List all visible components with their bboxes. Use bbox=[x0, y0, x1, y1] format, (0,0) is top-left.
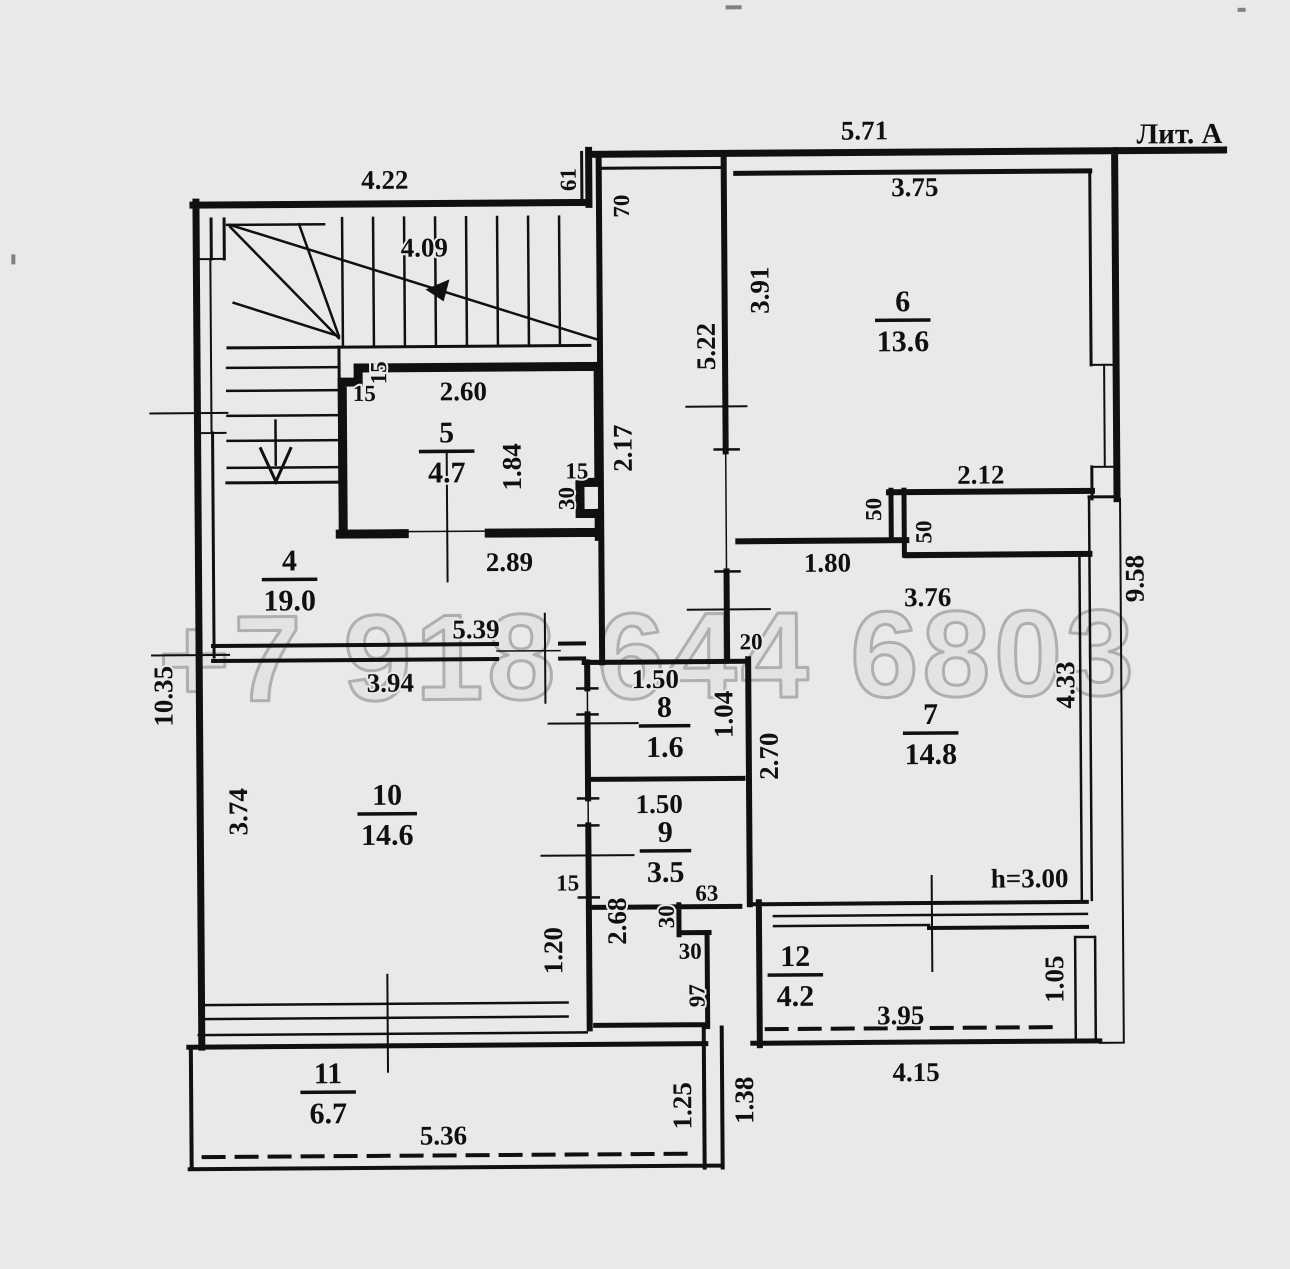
room-4-area: 19.0 bbox=[263, 584, 316, 617]
dim-r8-width: 1.50 bbox=[632, 664, 679, 694]
dim-63: 63 bbox=[695, 880, 718, 905]
dim-r6-top: 3.75 bbox=[891, 172, 938, 202]
dim-15b: 15 bbox=[366, 361, 391, 384]
stair-direction-arrowhead bbox=[425, 279, 450, 302]
dim-hall-height: 2.70 bbox=[754, 732, 784, 779]
room-10-area: 14.6 bbox=[361, 819, 414, 852]
room-5-area: 4.7 bbox=[428, 456, 466, 489]
room-12-area: 4.2 bbox=[777, 980, 815, 1013]
scan-artifacts bbox=[11, 5, 1246, 265]
room-5-label: 5 4.7 bbox=[418, 414, 475, 492]
outer-walls bbox=[186, 146, 1228, 1051]
dim-50a: 50 bbox=[861, 498, 886, 521]
litera-label: Лит. А bbox=[1136, 118, 1222, 151]
room-9-number: 9 bbox=[658, 816, 673, 849]
balcony-walls bbox=[187, 899, 1098, 1172]
room-8-number: 8 bbox=[657, 691, 672, 724]
dimension-ticks bbox=[149, 405, 1125, 1073]
room-11-number: 11 bbox=[314, 1057, 343, 1090]
room-4-number: 4 bbox=[282, 544, 297, 577]
dim-r8-depth: 1.04 bbox=[708, 691, 738, 738]
room-7-number: 7 bbox=[923, 698, 938, 731]
staircase bbox=[225, 215, 602, 486]
room-6-area: 13.6 bbox=[877, 325, 930, 358]
room-4-label: 4 19.0 bbox=[261, 542, 318, 619]
dim-r12-bottom: 4.15 bbox=[892, 1057, 939, 1087]
dim-r10-left: 3.74 bbox=[223, 788, 253, 835]
dim-70: 70 bbox=[609, 195, 634, 218]
dim-138: 1.38 bbox=[729, 1077, 759, 1124]
dim-corridor: 5.22 bbox=[691, 323, 721, 370]
dim-r6-left: 3.91 bbox=[744, 266, 774, 313]
dim-120: 1.20 bbox=[538, 927, 568, 974]
dim-r4-bottom: 5.39 bbox=[452, 614, 499, 644]
room-6-label: 6 13.6 bbox=[875, 283, 932, 360]
height-note: h=3.00 bbox=[991, 863, 1069, 894]
room-8-label: 8 1.6 bbox=[638, 689, 691, 766]
dim-stair-top: 4.22 bbox=[361, 165, 408, 195]
room-6-number: 6 bbox=[895, 285, 910, 318]
room-12-label: 12 4.2 bbox=[767, 938, 824, 1015]
dim-30a: 30 bbox=[554, 487, 579, 510]
dim-r11-bottom: 5.36 bbox=[420, 1120, 467, 1150]
dim-r12-right: 1.05 bbox=[1039, 955, 1069, 1002]
dim-r7-right: 4.33 bbox=[1050, 661, 1080, 708]
room-8-area: 1.6 bbox=[646, 731, 684, 764]
dim-r5-top: 2.60 bbox=[440, 376, 487, 406]
dim-30b: 30 bbox=[654, 905, 679, 928]
dim-r6-bot-right: 2.12 bbox=[957, 459, 1004, 489]
room-12-number: 12 bbox=[780, 940, 810, 973]
dim-97: 97 bbox=[684, 984, 709, 1007]
dim-r5-inner: 1.84 bbox=[497, 443, 527, 490]
dim-left-height: 10.35 bbox=[148, 666, 178, 727]
dim-stair-run: 4.09 bbox=[401, 232, 448, 262]
room-11-area: 6.7 bbox=[309, 1097, 347, 1130]
dim-r10-top: 3.94 bbox=[367, 668, 414, 698]
dim-15d: 15 bbox=[556, 870, 579, 895]
room-7-area: 14.8 bbox=[904, 738, 957, 771]
room-10-number: 10 bbox=[372, 779, 402, 812]
dim-r9-left: 2.68 bbox=[602, 897, 632, 944]
dim-right-height: 9.58 bbox=[1119, 555, 1149, 602]
dim-r9-width: 1.50 bbox=[635, 789, 682, 819]
room-9-label: 9 3.5 bbox=[639, 814, 692, 891]
dim-20: 20 bbox=[739, 629, 762, 654]
dim-r6-bot-left: 1.80 bbox=[804, 548, 851, 578]
stair-down-arrow bbox=[258, 446, 293, 486]
window-symbols bbox=[195, 257, 1118, 1037]
dim-30c: 30 bbox=[679, 939, 702, 964]
inner-room-5-walls bbox=[335, 361, 604, 541]
dim-15c: 15 bbox=[565, 458, 588, 483]
watermark-phone: +7 918 644 6803 bbox=[158, 585, 1138, 728]
dim-r11-right: 1.25 bbox=[667, 1082, 697, 1129]
dim-61: 61 bbox=[556, 168, 581, 191]
dim-r5-bottom: 2.89 bbox=[486, 547, 533, 577]
dim-r7-top: 3.76 bbox=[904, 582, 951, 612]
room-10-label: 10 14.6 bbox=[357, 777, 417, 854]
room-7-label: 7 14.8 bbox=[902, 696, 959, 773]
room-9-area: 3.5 bbox=[647, 856, 685, 889]
dim-top-width: 5.71 bbox=[841, 115, 888, 145]
room-11-label: 11 6.7 bbox=[300, 1055, 356, 1132]
dim-r12-top: 3.95 bbox=[877, 1000, 924, 1030]
dim-15a: 15 bbox=[353, 381, 376, 406]
dim-corridor-low: 2.17 bbox=[607, 424, 637, 471]
room-5-number: 5 bbox=[439, 416, 454, 449]
dim-50b: 50 bbox=[911, 520, 936, 543]
